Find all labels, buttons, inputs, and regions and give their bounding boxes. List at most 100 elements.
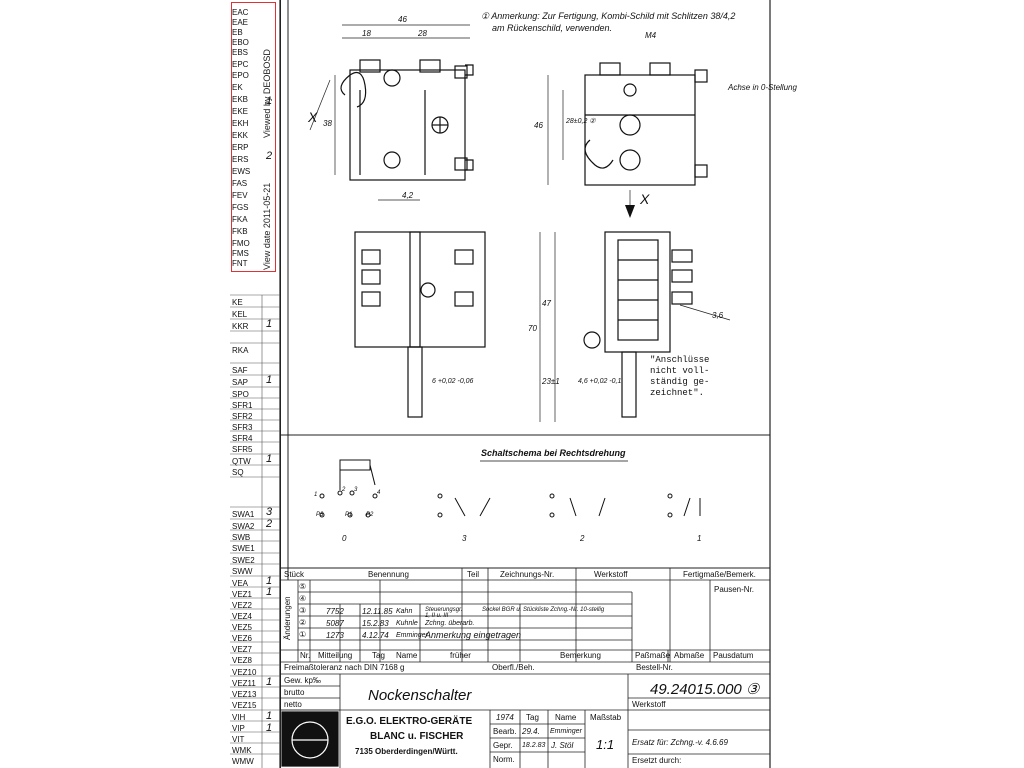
dim-70: 70 — [528, 324, 537, 333]
code-mark: 1 — [266, 586, 273, 598]
code-item: EBO — [232, 38, 249, 47]
year: 1974 — [496, 713, 514, 722]
change-3-bemerkung: Sockel BGR u. Stückliste Zchng.-Nr. 10-s… — [482, 607, 605, 613]
dim-28-tol: 28±0,2 ② — [566, 118, 596, 125]
code-mark: 1 — [266, 722, 273, 734]
change-3-name: Kahn — [396, 608, 413, 615]
code-mark: 1 — [266, 95, 273, 107]
code-item: VIT — [232, 735, 245, 744]
change-1-frueher: Anmerkung eingetragen — [425, 630, 522, 640]
col-abmasse: Abmaße — [674, 651, 705, 660]
code-item: KE — [232, 298, 243, 307]
change-nr-3: ③ — [299, 606, 307, 615]
code-item: VEZ11 — [232, 679, 256, 688]
change-3-frueher: Steuerungsgr. 1, II u. III — [425, 607, 463, 619]
pausen-nr: Pausen-Nr. — [714, 585, 755, 594]
code-item: EPO — [232, 71, 249, 80]
code-item: VEZ15 — [232, 701, 257, 710]
code-item: FGS — [232, 203, 249, 212]
highlight-box — [231, 2, 276, 272]
code-item: EB — [232, 28, 243, 37]
gepr-label: Gepr. — [493, 741, 513, 750]
header-teil: Teil — [467, 570, 480, 579]
connections-note: "Anschlüsse nicht voll- ständig ge- zeic… — [650, 355, 710, 398]
annotation-note: ① Anmerkung: Zur Fertigung, Kombi-Schild… — [481, 11, 736, 21]
code-item: SQ — [232, 468, 244, 477]
change-1-name: Emminger — [396, 632, 428, 639]
code-item: FAS — [232, 179, 248, 188]
schema-term-2: 2 — [342, 487, 346, 493]
code-item: WMW — [232, 757, 254, 766]
code-item: EKB — [232, 95, 249, 104]
change-nr-4: ④ — [299, 594, 307, 603]
dim-6: 6 +0,02 -0,06 — [432, 378, 474, 385]
dim-46-top: 46 — [398, 15, 407, 24]
code-mark: 3 — [266, 506, 273, 518]
front-view — [340, 59, 474, 181]
schema-position-2: 2 — [580, 534, 585, 543]
ersetzt-durch: Ersetzt durch: — [632, 756, 682, 765]
code-item: SFR1 — [232, 401, 253, 410]
code-item: VEZ2 — [232, 601, 253, 610]
view-marker-x-left: X — [308, 109, 318, 125]
gewicht: Gew. kp‰ — [284, 676, 321, 685]
schema-term-1: 1 — [314, 492, 318, 498]
code-item: VEZ5 — [232, 623, 253, 632]
code-mark: 1 — [266, 710, 273, 722]
change-nr-1: ① — [299, 630, 307, 639]
bestell-nr: Bestell-Nr. — [636, 663, 673, 672]
code-mark: 1 — [266, 318, 273, 330]
code-item: VEZ6 — [232, 634, 253, 643]
ersatz-fuer: Ersatz für: Zchng.-v. 4.6.69 — [632, 738, 728, 747]
code-item: KEL — [232, 310, 248, 319]
schema-position-3: 3 — [462, 534, 467, 543]
bearb-tag: 29.4. — [522, 727, 540, 736]
header-werkstoff: Werkstoff — [594, 570, 628, 579]
bearb-name: Emminger — [550, 728, 582, 735]
change-3-tag: 12.11.85 — [362, 607, 393, 616]
code-item: EKE — [232, 107, 249, 116]
col-passmasse: Paßmaße — [635, 651, 671, 660]
code-item: EPC — [232, 60, 249, 69]
code-mark: 2 — [266, 150, 273, 162]
dim-47: 47 — [542, 299, 551, 308]
brutto: brutto — [284, 688, 305, 697]
code-item: VEZ4 — [232, 612, 253, 621]
col-name: Name — [396, 651, 418, 660]
code-item: QTW — [232, 457, 251, 466]
code-item: SWE1 — [232, 544, 255, 553]
dim-38: 38 — [323, 119, 332, 128]
ego-logo — [281, 711, 339, 767]
code-item: SAF — [232, 366, 248, 375]
schema-term-p3: P3 — [316, 512, 324, 518]
code-item: EAE — [232, 18, 249, 27]
dim-m4: M4 — [645, 31, 657, 40]
code-item: ERS — [232, 155, 249, 164]
change-2-mitteilung: 5087 — [326, 619, 344, 628]
change-3-mitteilung: 7752 — [326, 607, 344, 616]
code-item: SWB — [232, 533, 251, 542]
side-view — [584, 62, 708, 186]
dim-3-6: 3,6 — [712, 311, 724, 320]
code-item: VEZ7 — [232, 645, 253, 654]
schema-position-1: 1 — [697, 534, 702, 543]
aenderungen-label: Änderungen — [283, 596, 292, 640]
header-stueck: Stück — [284, 570, 305, 579]
code-item: EKK — [232, 131, 249, 140]
company-address: 7135 Oberderdingen/Württ. — [355, 747, 458, 756]
col-pausdatum: Pausdatum — [713, 651, 754, 660]
dim-28: 28 — [418, 29, 427, 38]
col-tag: Tag — [372, 651, 385, 660]
bearb-label: Bearb. — [493, 727, 517, 736]
change-1-tag: 4.12.74 — [362, 631, 389, 640]
name-header: Name — [555, 713, 577, 722]
code-item: EBS — [232, 48, 249, 57]
code-mark: 1 — [266, 676, 273, 688]
code-item: SFR2 — [232, 412, 253, 421]
code-mark: 1 — [266, 575, 273, 587]
code-item: FEV — [232, 191, 248, 200]
norm-label: Norm. — [493, 755, 515, 764]
code-mark: 1 — [266, 453, 273, 465]
code-item: KKR — [232, 322, 249, 331]
code-mark: 1 — [266, 374, 273, 386]
